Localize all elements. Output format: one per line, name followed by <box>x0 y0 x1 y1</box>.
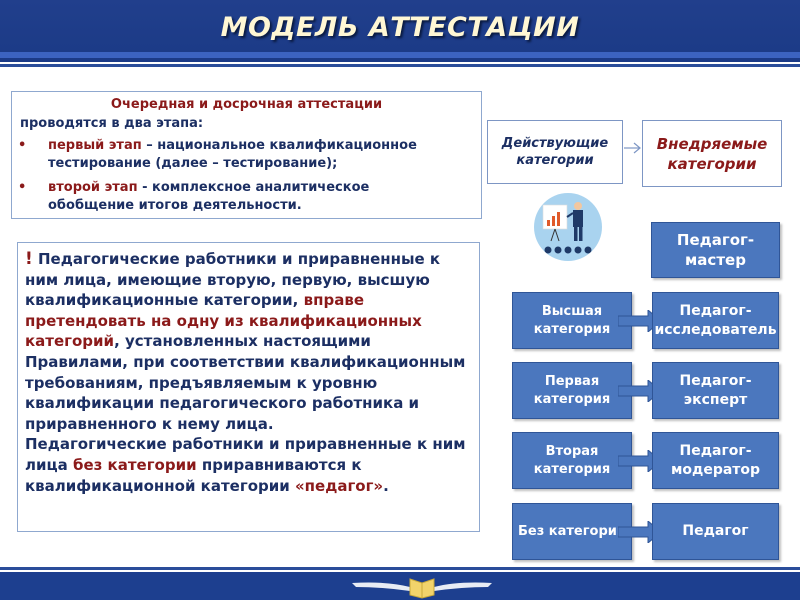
current-category-highest: Высшая категория <box>512 292 632 349</box>
stages-info-box: Очередная и досрочная аттестации проводя… <box>11 91 482 219</box>
new-categories-box: Внедряемые категории <box>642 120 782 187</box>
stage-item-2: • второй этап - комплексное аналитическо… <box>18 179 473 215</box>
current-category-none: Без категории <box>512 503 632 560</box>
rules-p2-c: приравниваются к квалификационной катего… <box>25 455 362 495</box>
stage-text: тестирование (далее – тестирование); <box>48 156 338 171</box>
rules-p2-a: Педагогические работники и приравненные … <box>25 435 466 474</box>
stages-title: Очередная и досрочная аттестации <box>110 97 383 112</box>
thin-arrow-icon <box>624 142 641 154</box>
current-category-second: Вторая категория <box>512 432 632 489</box>
header-separator <box>0 64 800 67</box>
presenter-icon <box>534 193 602 261</box>
current-categories-box: Действующие категории <box>487 120 623 184</box>
header-bar <box>0 0 800 62</box>
rules-p1-a: Педагогические работники и приравненные … <box>25 250 441 310</box>
stage-lead: первый этап <box>48 138 142 153</box>
exclamation-mark: ! <box>25 249 33 269</box>
new-category-expert: Педагог-эксперт <box>652 362 779 419</box>
current-category-first: Первая категория <box>512 362 632 419</box>
stage-item-1: • первый этап – национальное квалификаци… <box>18 137 473 173</box>
master-category-box: Педагог-мастер <box>651 222 780 278</box>
stage-text: обобщение итогов деятельности. <box>48 198 302 213</box>
header-stripe <box>0 52 800 58</box>
book-wings-emblem-icon <box>352 578 492 599</box>
rules-p1-c: , установленных настоящими Правилами, пр… <box>25 332 466 433</box>
new-category-teacher: Педагог <box>652 503 779 560</box>
bullet-marker: • <box>18 138 27 153</box>
rules-p2-highlight: без категории <box>72 455 197 474</box>
bullet-marker: • <box>18 180 27 195</box>
rules-p2-quote: «педагог» <box>294 476 384 495</box>
page-title: МОДЕЛЬ АТТЕСТАЦИИ <box>220 12 580 43</box>
new-category-moderator: Педагог-модератор <box>652 432 779 489</box>
stage-text: – национальное квалификационное <box>141 138 417 153</box>
stage-lead: второй этап <box>48 180 138 195</box>
rules-text: ! Педагогические работники и приравненны… <box>25 249 475 496</box>
stage-text: - комплексное аналитическое <box>137 180 370 195</box>
footer-separator <box>0 567 800 570</box>
rules-p1-highlight: вправе претендовать на одну из квалифика… <box>25 291 422 351</box>
new-category-researcher: Педагог-исследователь <box>652 292 779 349</box>
rules-text-box: ! Педагогические работники и приравненны… <box>17 242 480 532</box>
stages-subtitle: проводятся в два этапа: <box>20 116 204 131</box>
rules-p2-end: . <box>383 476 389 495</box>
